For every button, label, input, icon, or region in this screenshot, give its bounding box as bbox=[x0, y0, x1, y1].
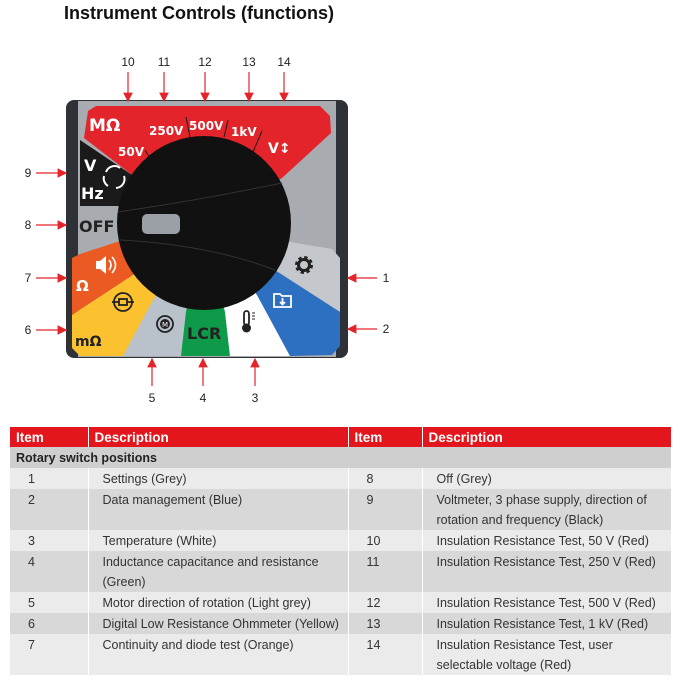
callout-6: 6 bbox=[25, 323, 32, 337]
item-number: 14 bbox=[348, 634, 423, 675]
low-resistance-icon bbox=[112, 292, 134, 312]
item-number: 1 bbox=[10, 468, 89, 489]
item-description: Off (Grey) bbox=[422, 468, 672, 489]
callout-8: 8 bbox=[25, 218, 32, 232]
label-off: OFF bbox=[79, 217, 114, 236]
section-heading: Rotary switch positions bbox=[10, 447, 672, 468]
header-item: Item bbox=[348, 427, 423, 447]
label-500v: 500V bbox=[189, 119, 224, 133]
header-item: Item bbox=[10, 427, 89, 447]
phase-rotation-icon bbox=[102, 165, 126, 189]
motor-rotation-icon: M bbox=[156, 315, 174, 333]
callout-12: 12 bbox=[198, 55, 212, 69]
callout-2: 2 bbox=[383, 322, 390, 336]
item-description: Insulation Resistance Test, user selecta… bbox=[422, 634, 672, 675]
thermometer-icon bbox=[242, 310, 255, 333]
item-description: Settings (Grey) bbox=[88, 468, 349, 489]
gear-icon bbox=[295, 256, 313, 274]
rotary-dial[interactable] bbox=[117, 136, 291, 310]
label-megohm: MΩ bbox=[89, 116, 120, 136]
item-number: 2 bbox=[10, 489, 89, 530]
label-volt: V bbox=[84, 156, 97, 175]
callout-1: 1 bbox=[383, 271, 390, 285]
speaker-icon bbox=[96, 256, 117, 274]
callout-3: 3 bbox=[252, 391, 259, 405]
label-lcr: LCR bbox=[187, 324, 221, 343]
item-description: Insulation Resistance Test, 250 V (Red) bbox=[422, 551, 672, 592]
item-description: Insulation Resistance Test, 50 V (Red) bbox=[422, 530, 672, 551]
label-250v: 250V bbox=[149, 124, 184, 138]
item-number: 7 bbox=[10, 634, 89, 675]
label-milliohm: mΩ bbox=[75, 334, 102, 350]
callout-11: 11 bbox=[158, 55, 171, 69]
callout-4: 4 bbox=[200, 391, 207, 405]
label-v-select: V↕ bbox=[268, 141, 291, 157]
label-ohm: Ω bbox=[76, 277, 89, 295]
header-description: Description bbox=[88, 427, 349, 447]
folder-download-icon bbox=[273, 293, 292, 308]
label-50v: 50V bbox=[118, 145, 145, 159]
functions-table: Item Description Item Description Rotary… bbox=[10, 427, 672, 675]
callout-10: 10 bbox=[121, 55, 135, 69]
item-description: Motor direction of rotation (Light grey) bbox=[88, 592, 349, 613]
item-number: 9 bbox=[348, 489, 423, 530]
item-number: 12 bbox=[348, 592, 423, 613]
item-number: 13 bbox=[348, 613, 423, 634]
item-number: 6 bbox=[10, 613, 89, 634]
item-number: 5 bbox=[10, 592, 89, 613]
callout-13: 13 bbox=[242, 55, 256, 69]
item-description: Data management (Blue) bbox=[88, 489, 349, 530]
label-hz: Hz bbox=[81, 184, 104, 203]
item-number: 3 bbox=[10, 530, 89, 551]
motor-letter: M bbox=[162, 321, 168, 329]
callout-5: 5 bbox=[149, 391, 156, 405]
callout-14: 14 bbox=[277, 55, 291, 69]
item-description: Insulation Resistance Test, 500 V (Red) bbox=[422, 592, 672, 613]
item-number: 10 bbox=[348, 530, 423, 551]
callout-7: 7 bbox=[25, 271, 32, 285]
item-description: Continuity and diode test (Orange) bbox=[88, 634, 349, 675]
item-number: 8 bbox=[348, 468, 423, 489]
item-number: 4 bbox=[10, 551, 89, 592]
callout-arrows bbox=[36, 72, 377, 386]
item-description: Inductance capacitance and resistance (G… bbox=[88, 551, 349, 592]
header-description: Description bbox=[422, 427, 672, 447]
item-description: Temperature (White) bbox=[88, 530, 349, 551]
dial-pointer bbox=[142, 214, 180, 234]
callout-9: 9 bbox=[25, 166, 32, 180]
table-header: Item Description Item Description bbox=[10, 427, 672, 447]
item-number: 11 bbox=[348, 551, 423, 592]
dial-ridge bbox=[119, 239, 276, 271]
item-description: Digital Low Resistance Ohmmeter (Yellow) bbox=[88, 613, 349, 634]
dial-ridge bbox=[117, 182, 283, 213]
rotary-switch-diagram: MΩ 50V 250V 500V 1kV V↕ V Hz OFF Ω mΩ M … bbox=[25, 55, 390, 405]
page-title: Instrument Controls (functions) bbox=[64, 3, 334, 23]
label-1kv: 1kV bbox=[231, 125, 257, 139]
item-description: Voltmeter, 3 phase supply, direction of … bbox=[422, 489, 672, 530]
item-description: Insulation Resistance Test, 1 kV (Red) bbox=[422, 613, 672, 634]
